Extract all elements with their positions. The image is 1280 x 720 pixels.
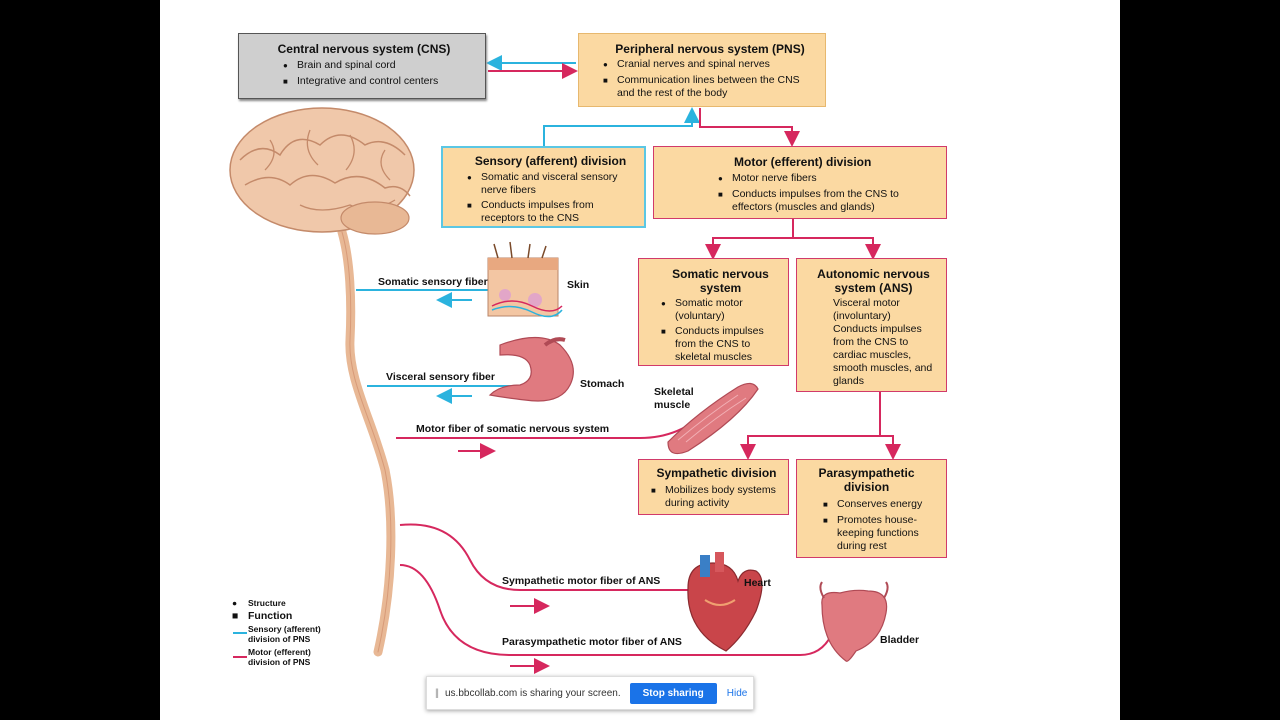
- motor-division-box: Motor (efferent) division Motor nerve fi…: [653, 146, 947, 219]
- drag-handle-icon[interactable]: | |: [435, 687, 439, 699]
- autonomic-nervous-system-box: Autonomic nervous system (ANS) Visceral …: [796, 258, 947, 392]
- somatic-structure: Somatic motor (voluntary): [661, 297, 780, 323]
- hide-button[interactable]: Hide: [726, 687, 748, 699]
- stop-sharing-button[interactable]: Stop sharing: [629, 682, 717, 704]
- legend-structure: Structure: [248, 598, 286, 608]
- somatic-sensory-fiber-label: Somatic sensory fiber: [378, 276, 488, 288]
- ans-structure: Visceral motor (involuntary): [833, 297, 900, 322]
- visceral-sensory-fiber-label: Visceral sensory fiber: [386, 371, 495, 383]
- sympathetic-function: Mobilizes body systems during activity: [651, 484, 782, 510]
- sensory-structure: Somatic and visceral sensory nerve fiber…: [467, 171, 634, 197]
- brain-illustration: [229, 107, 415, 235]
- parasympathetic-motor-fiber-label: Parasympathetic motor fiber of ANS: [502, 636, 682, 648]
- parasympathetic-function-2: Promotes house-keeping functions during …: [823, 514, 936, 553]
- bladder-label: Bladder: [880, 634, 920, 646]
- motor-fiber-somatic-label: Motor fiber of somatic nervous system: [416, 423, 610, 435]
- ans-title: Autonomic nervous system (ANS): [817, 267, 930, 295]
- sympathetic-motor-fiber-label: Sympathetic motor fiber of ANS: [502, 575, 661, 587]
- skeletal-muscle-illustration: [667, 382, 759, 455]
- somatic-function: Conducts impulses from the CNS to skelet…: [661, 325, 780, 364]
- parasympathetic-title: Parasympathetic division: [818, 466, 915, 494]
- legend-sensory: Sensory (afferent) division of PNS: [248, 624, 321, 644]
- ans-function: Conducts impulses from the CNS to cardia…: [833, 323, 933, 387]
- motor-title: Motor (efferent) division: [734, 155, 872, 169]
- structure-dot-icon: ●: [232, 598, 238, 608]
- pns-box: Peripheral nervous system (PNS) Cranial …: [578, 33, 826, 107]
- pns-function: Communication lines between the CNS and …: [603, 74, 817, 100]
- heart-illustration: [687, 552, 763, 652]
- parasympathetic-function-1: Conserves energy: [823, 498, 936, 511]
- parasympathetic-division-box: Parasympathetic division Conserves energ…: [796, 459, 947, 558]
- share-message: us.bbcollab.com is sharing your screen.: [444, 687, 621, 699]
- skeletal-muscle-label: Skeletal muscle: [654, 386, 694, 411]
- cns-function: Integrative and control centers: [283, 75, 475, 88]
- skin-label: Skin: [567, 279, 590, 291]
- sensory-function: Conducts impulses from receptors to the …: [467, 199, 634, 225]
- motor-function: Conducts impulses from the CNS to effect…: [718, 188, 936, 214]
- skin-illustration: [487, 241, 563, 318]
- motor-structure: Motor nerve fibers: [718, 172, 936, 185]
- sympathetic-title: Sympathetic division: [656, 466, 777, 480]
- cns-title: Central nervous system (CNS): [277, 42, 451, 56]
- cns-box: Central nervous system (CNS) Brain and s…: [238, 33, 486, 99]
- pns-title: Peripheral nervous system (PNS): [615, 42, 805, 56]
- legend: ● Structure ■ Function Sensory (afferent) …: [232, 598, 332, 670]
- pns-structure: Cranial nerves and spinal nerves: [603, 58, 817, 71]
- sympathetic-division-box: Sympathetic division Mobilizes body syst…: [638, 459, 789, 515]
- legend-motor: Motor (efferent) division of PNS: [248, 647, 311, 667]
- bladder-illustration: [819, 581, 889, 662]
- screen-share-bar: | | us.bbcollab.com is sharing your scre…: [426, 676, 754, 710]
- somatic-nervous-system-box: Somatic nervous system Somatic motor (vo…: [638, 258, 789, 366]
- stomach-illustration: [488, 336, 574, 402]
- sensory-division-box: Sensory (afferent) division Somatic and …: [441, 146, 646, 228]
- sensory-title: Sensory (afferent) division: [474, 154, 627, 168]
- function-square-icon: ■: [232, 610, 239, 622]
- stomach-label: Stomach: [580, 378, 625, 390]
- legend-function: Function: [248, 610, 293, 622]
- somatic-title: Somatic nervous system: [672, 267, 769, 295]
- cns-structure: Brain and spinal cord: [283, 59, 475, 72]
- heart-label: Heart: [744, 577, 771, 589]
